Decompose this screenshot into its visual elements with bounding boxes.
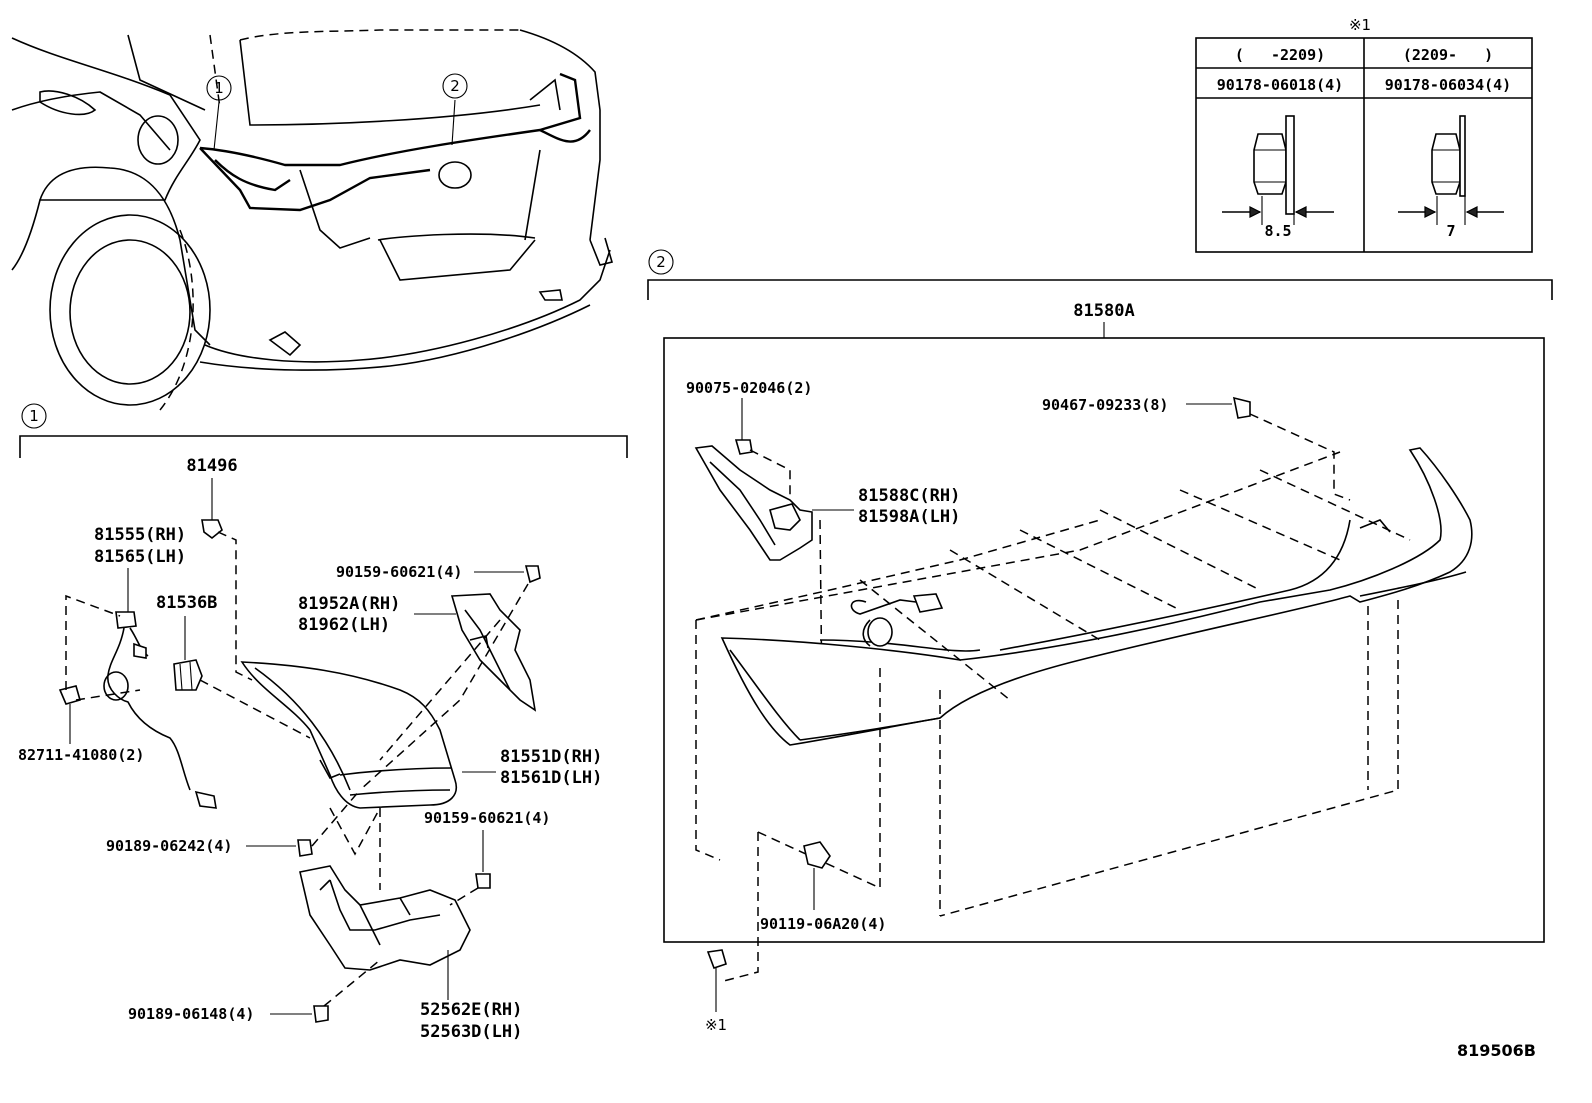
part-90159-b[interactable]: 90159-60621(4) [424, 809, 550, 827]
part-90189-b[interactable]: 90189-06148(4) [128, 1005, 254, 1023]
part-81551D[interactable]: 81551D(RH) [500, 747, 602, 767]
overview-callout-1[interactable]: 1 [214, 79, 224, 97]
part-90189-a[interactable]: 90189-06242(4) [106, 837, 232, 855]
group1-callout[interactable]: 1 [29, 407, 39, 425]
group2-callout[interactable]: 2 [656, 253, 666, 271]
group-1-tail-lamp: 1 81496 81555(RH) 81565(LH) 81536B 82711… [18, 403, 628, 1042]
table-note-mark: ※1 [1349, 16, 1371, 34]
overview-callout-2[interactable]: 2 [450, 77, 460, 95]
table-header-col1: ( -2209) [1235, 46, 1325, 64]
table-part-col1: 90178-06018(4) [1217, 76, 1343, 94]
part-81962[interactable]: 81962(LH) [298, 615, 390, 635]
part-52563D[interactable]: 52563D(LH) [420, 1022, 522, 1042]
part-90075[interactable]: 90075-02046(2) [686, 379, 812, 397]
nut-icon [1222, 115, 1334, 225]
nut-icon [1398, 115, 1504, 225]
part-81555[interactable]: 81555(RH) [94, 525, 186, 545]
part-81588C[interactable]: 81588C(RH) [858, 486, 960, 506]
part-81496[interactable]: 81496 [186, 456, 237, 476]
table-dim-col1: 8.5 [1264, 222, 1291, 240]
group-2-garnish: 2 81580A 90075-02046(2) 90467-09233(8) 8… [647, 249, 1553, 1034]
part-52562E[interactable]: 52562E(RH) [420, 1000, 522, 1020]
table-part-col2: 90178-06034(4) [1385, 76, 1511, 94]
part-81952A[interactable]: 81952A(RH) [298, 594, 400, 614]
part-81561D[interactable]: 81561D(LH) [500, 768, 602, 788]
table-header-col2: (2209- ) [1403, 46, 1493, 64]
part-90467[interactable]: 90467-09233(8) [1042, 396, 1168, 414]
figure-reference: 819506B [1457, 1041, 1536, 1060]
part-81565[interactable]: 81565(LH) [94, 547, 186, 567]
part-90159-a[interactable]: 90159-60621(4) [336, 563, 462, 581]
part-81598A[interactable]: 81598A(LH) [858, 507, 960, 527]
fastener-table: ※1 ( -2209) (2209- ) 90178-06018(4) 9017… [1195, 16, 1533, 253]
clip-note-mark: ※1 [705, 1016, 727, 1034]
part-81536B[interactable]: 81536B [156, 593, 217, 613]
part-90119[interactable]: 90119-06A20(4) [760, 915, 886, 933]
vehicle-overview: 1 2 [11, 29, 614, 411]
part-82711[interactable]: 82711-41080(2) [18, 746, 144, 764]
part-81580A[interactable]: 81580A [1073, 301, 1134, 321]
table-dim-col2: 7 [1446, 222, 1455, 240]
